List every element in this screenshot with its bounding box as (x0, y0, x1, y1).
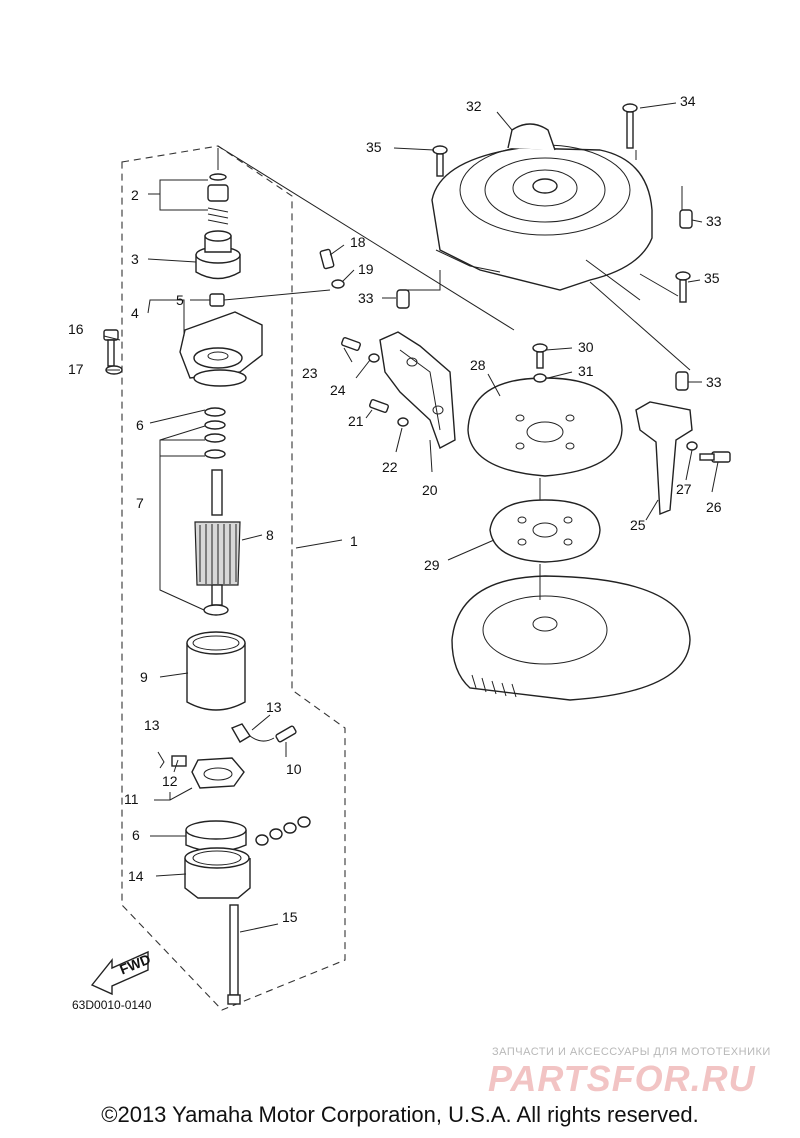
collar-33-right-top (679, 209, 693, 229)
callout-12: 12 (162, 773, 178, 789)
cover-bolt-34 (622, 103, 638, 149)
callout-15: 15 (282, 909, 298, 925)
bolt-23 (341, 337, 361, 351)
rear-cover (184, 847, 251, 899)
washer-27 (686, 441, 698, 451)
nut-washer-set (255, 816, 311, 846)
brush-lead (230, 723, 297, 743)
bolt-30 (532, 343, 548, 369)
callout-1: 1 (350, 533, 358, 549)
callout-33a: 33 (358, 290, 374, 306)
bracket-bolt (103, 329, 119, 367)
bolt-21 (369, 399, 389, 413)
callout-10: 10 (286, 761, 302, 777)
cover-bolt-35-top (432, 145, 448, 177)
flywheel-cover (431, 123, 653, 291)
callout-19: 19 (358, 261, 374, 277)
washer-19 (331, 279, 345, 289)
washer-31 (533, 373, 547, 383)
callout-22: 22 (382, 459, 398, 475)
callout-11: 11 (124, 791, 139, 807)
callout-13b: 13 (266, 699, 282, 715)
callout-14: 14 (128, 868, 144, 884)
mounting-bracket-20 (379, 331, 456, 449)
callout-33c: 33 (706, 374, 722, 390)
plate-29 (489, 499, 601, 563)
copyright-notice: ©2013 Yamaha Motor Corporation, U.S.A. A… (101, 1102, 699, 1127)
watermark-tagline: ЗАПЧАСТИ И АКСЕССУАРЫ ДЛЯ МОТОТЕХНИКИ (492, 1046, 771, 1058)
callout-35b: 35 (704, 270, 720, 286)
bolt-26 (699, 451, 731, 463)
callout-21: 21 (348, 413, 364, 429)
cover-bolt-35-right (675, 271, 691, 303)
fwd-arrow-icon: FWD (90, 951, 153, 996)
leader-lines (103, 102, 719, 933)
callout-35a: 35 (366, 139, 382, 155)
callout-25: 25 (630, 517, 646, 533)
washer-22 (397, 417, 409, 427)
callout-13a: 13 (144, 717, 160, 733)
brush-holder (157, 751, 245, 789)
callout-7: 7 (136, 495, 144, 511)
callout-34: 34 (680, 93, 696, 109)
callout-26: 26 (706, 499, 722, 515)
bolt-18 (319, 248, 335, 270)
callout-17: 17 (68, 361, 84, 377)
callout-33b: 33 (706, 213, 722, 229)
callout-24: 24 (330, 382, 346, 398)
callout-3: 3 (131, 251, 139, 267)
callout-18: 18 (350, 234, 366, 250)
callout-6b: 6 (132, 827, 140, 843)
starter-pulley-28 (467, 377, 623, 477)
callout-32: 32 (466, 98, 482, 114)
callout-27: 27 (676, 481, 692, 497)
through-bolt (227, 904, 241, 1005)
callout-9: 9 (140, 669, 148, 685)
bushing (209, 293, 225, 307)
washer-24 (368, 353, 380, 363)
callout-23: 23 (302, 365, 318, 381)
pinion-drive (195, 230, 241, 280)
callouts: 1 2 3 4 5 16 17 6 7 8 9 13 13 10 12 11 6… (68, 93, 722, 925)
watermark-logo: PARTSFOR.RU (488, 1058, 756, 1099)
callout-28: 28 (470, 357, 486, 373)
drawing-code: 63D0010-0140 (72, 998, 152, 1012)
callout-31: 31 (578, 363, 594, 379)
flywheel (451, 575, 691, 701)
callout-30: 30 (578, 339, 594, 355)
armature (194, 469, 241, 606)
collar-33-right-low (675, 371, 689, 391)
yoke (186, 631, 246, 711)
callout-20: 20 (422, 482, 438, 498)
armature-washer (203, 604, 229, 616)
rear-cover-seal (185, 820, 247, 853)
thrust-washers (204, 407, 226, 459)
callout-29: 29 (424, 557, 440, 573)
bracket-25 (635, 401, 693, 516)
callout-8: 8 (266, 527, 274, 543)
callout-5: 5 (176, 292, 184, 308)
starter-assembly-outline (121, 145, 346, 1011)
front-cover-bracket (179, 311, 263, 387)
callout-2: 2 (131, 187, 139, 203)
callout-6a: 6 (136, 417, 144, 433)
callout-16: 16 (68, 321, 84, 337)
collar-33-left (396, 289, 410, 309)
callout-4: 4 (131, 305, 139, 321)
starter-clip-spring (207, 173, 229, 225)
